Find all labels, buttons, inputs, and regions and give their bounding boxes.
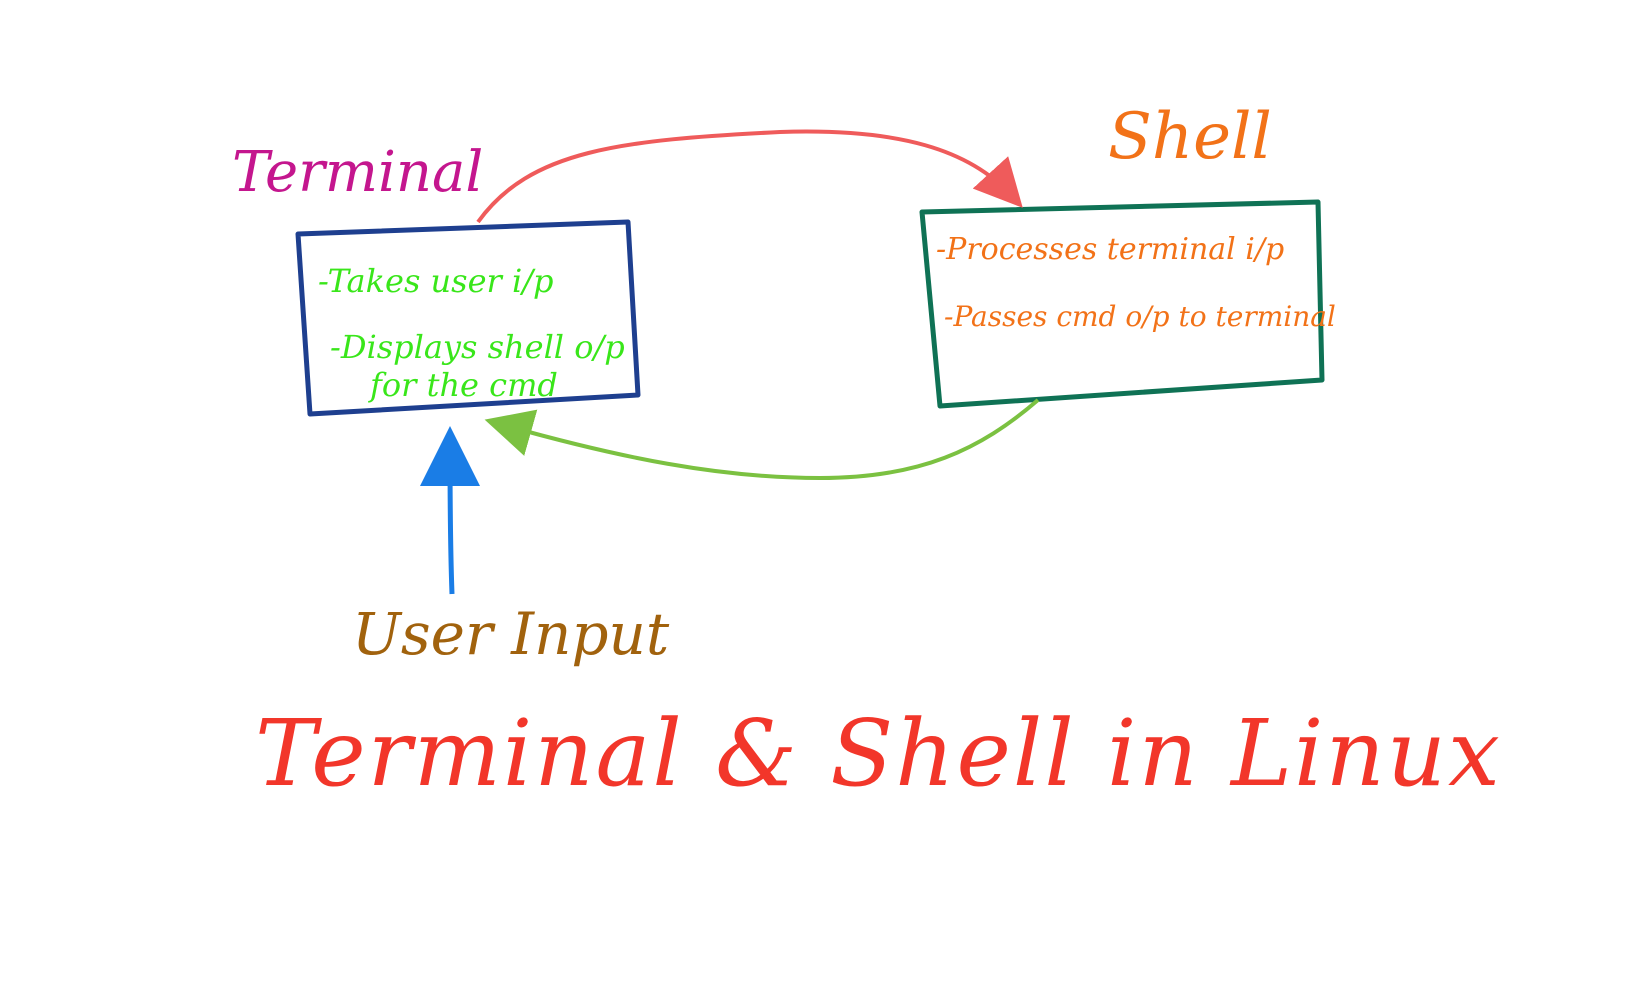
arrow-user-to-terminal (420, 426, 481, 595)
terminal-label: Terminal (232, 140, 484, 205)
terminal-line-1: -Takes user i/p (318, 262, 554, 300)
shell-line-1: -Processes terminal i/p (936, 232, 1285, 267)
shell-label: Shell (1108, 100, 1272, 174)
shell-line-2: -Passes cmd o/p to terminal (944, 300, 1336, 333)
user-input-label: User Input (352, 600, 670, 668)
terminal-line-3: for the cmd (370, 366, 558, 404)
arrow-terminal-to-shell (476, 129, 1023, 224)
shell-box (919, 199, 1325, 409)
terminal-box (295, 219, 641, 417)
terminal-line-2: -Displays shell o/p (330, 328, 625, 366)
page-title: Terminal & Shell in Linux (255, 700, 1502, 807)
arrow-shell-to-terminal (484, 398, 1040, 481)
